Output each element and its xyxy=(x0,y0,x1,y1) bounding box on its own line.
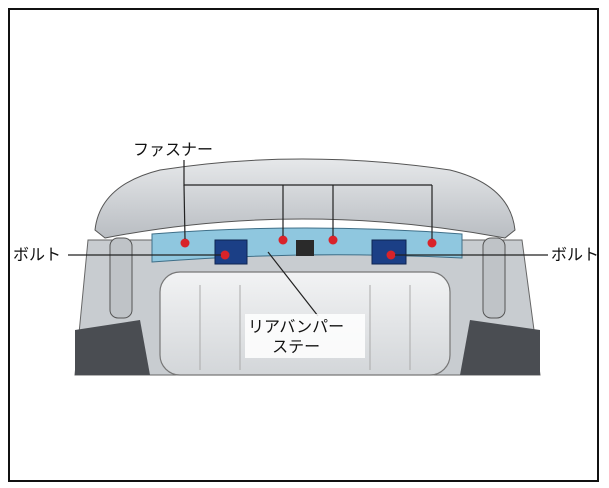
stay-leader xyxy=(267,251,319,317)
bolt-marker xyxy=(386,250,396,260)
tailpipe-right xyxy=(482,237,506,319)
bolt-label-right: ボルト xyxy=(551,245,600,264)
bumper-cover xyxy=(94,158,516,239)
rear-bumper-stay-label-line1: リアバンパー xyxy=(248,317,345,336)
fastener-marker xyxy=(180,238,190,248)
bolt-bracket-left xyxy=(214,239,248,265)
fastener-leader-lines xyxy=(183,160,433,240)
rear-bumper-stay-label-line2: ステー xyxy=(272,337,321,356)
fastener-marker xyxy=(427,238,437,248)
tailpipe-left xyxy=(109,237,133,319)
rear-bumper-stay-label: リアバンパー ステー xyxy=(248,317,344,357)
fastener-marker xyxy=(328,235,338,245)
fastener-marker xyxy=(278,235,288,245)
bolt-label-left: ボルト xyxy=(13,245,62,264)
fastener-label: ファスナー xyxy=(133,140,214,159)
bolt-marker xyxy=(220,250,230,260)
